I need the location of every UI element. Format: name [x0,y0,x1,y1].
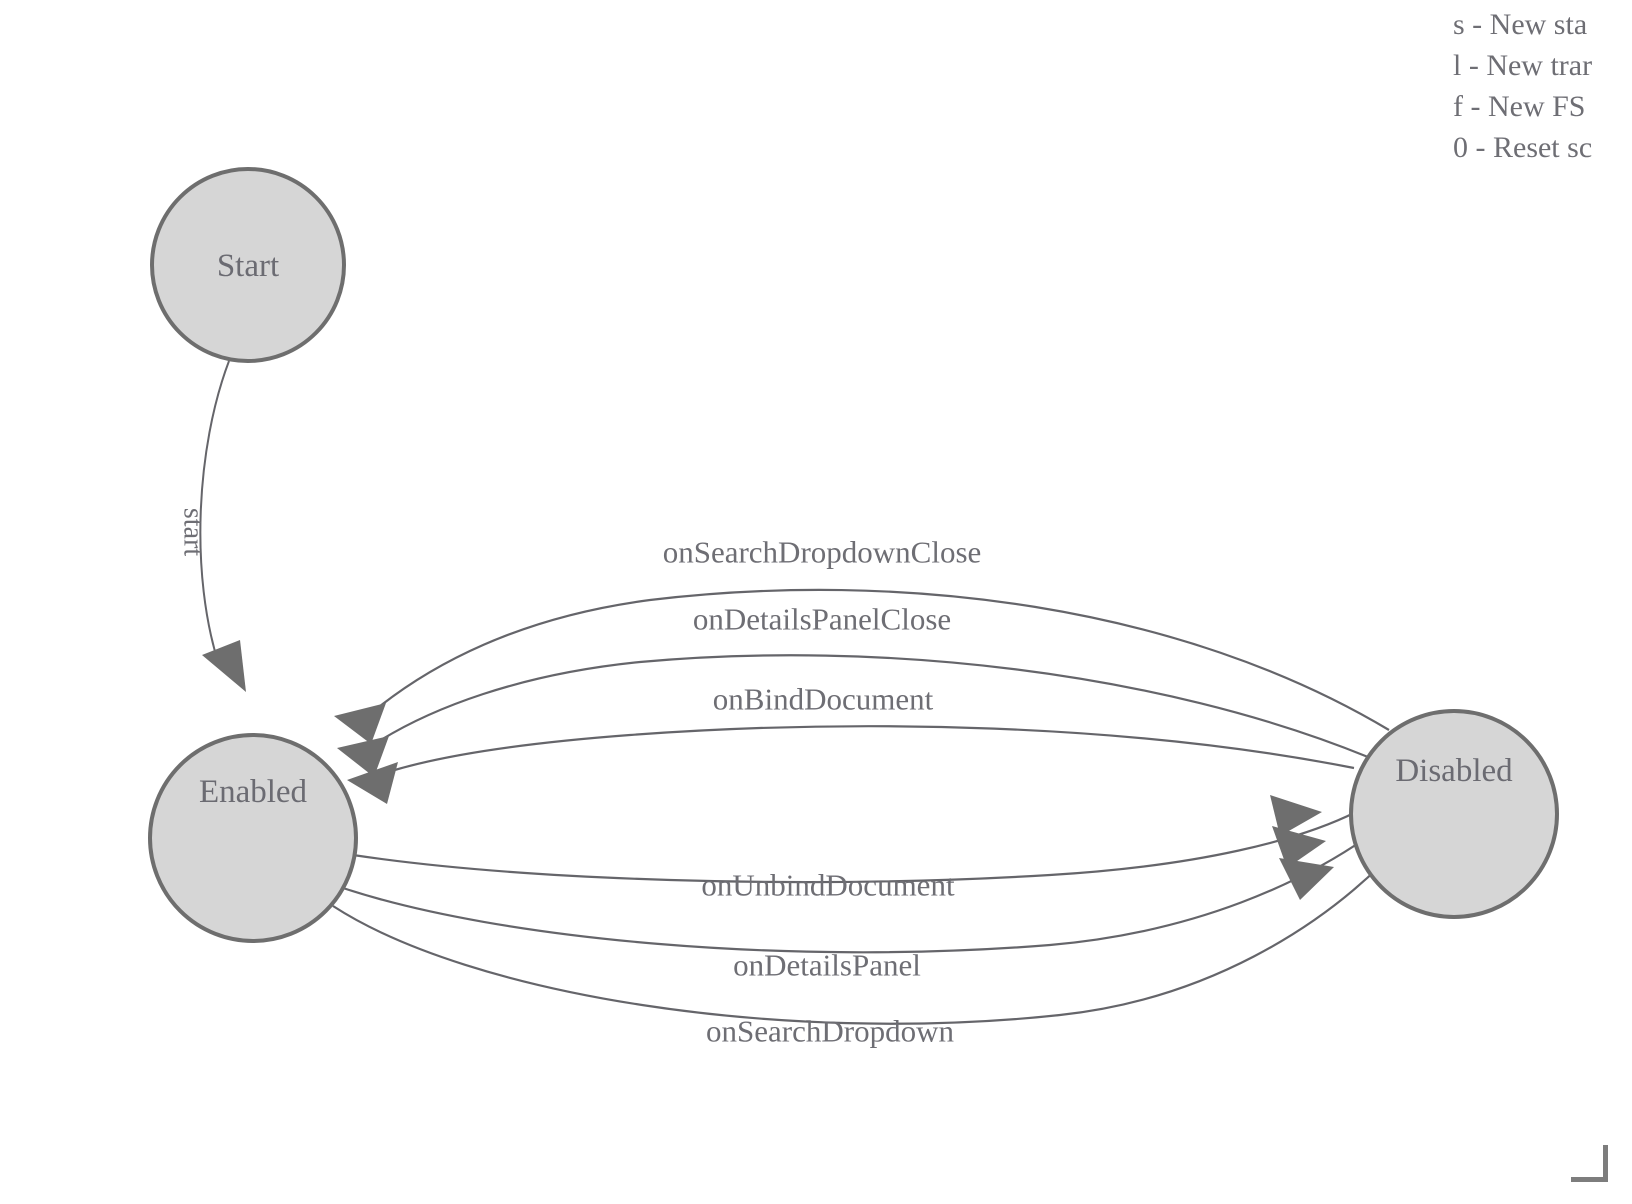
shortcut-new-state: s - New sta [1453,8,1588,41]
arrow-head-onsearchdropdown [1279,858,1334,900]
edge-line-ondetailspanelclose [372,654,1369,759]
arrow-head-onbinddocument [347,762,398,804]
arrow-head-onunbinddocument [1270,795,1322,836]
edge-line-onsearchdropdownclose [368,588,1390,731]
node-disabled[interactable]: Disabled [1349,709,1559,919]
node-enabled-label: Enabled [199,774,308,810]
transition-ondetailspanel[interactable] [342,826,1367,954]
edge-label-onunbinddocument: onUnbindDocument [701,868,955,903]
edge-line-onsearchdropdown [332,863,1383,1025]
transition-onbinddocument[interactable] [347,725,1355,804]
keyboard-shortcuts-overlay: s - New sta l - New trar f - New FS 0 - … [1427,0,1632,168]
transition-onunbinddocument[interactable] [352,795,1357,884]
edge-label-onsearchdropdownclose: onSearchDropdownClose [663,535,982,570]
arrow-head-ondetailspanelclose [337,736,389,777]
edge-line-onunbinddocument [352,811,1357,884]
node-start[interactable]: Start [150,167,346,363]
node-start-circle [150,167,346,363]
node-start-label: Start [217,248,279,284]
shortcut-reset-scale: 0 - Reset sc [1453,131,1593,164]
edge-label-onsearchdropdown: onSearchDropdown [706,1014,954,1049]
edge-line-onbinddocument [381,725,1355,776]
transition-ondetailspanelclose[interactable] [337,654,1369,777]
arrow-head-start-enabled [202,640,246,692]
edge-label-onbinddocument: onBindDocument [713,682,934,717]
transition-onsearchdropdownclose[interactable] [334,588,1390,744]
node-enabled[interactable]: Enabled [148,733,358,943]
shortcut-new-fsm: f - New FS [1453,90,1586,123]
node-disabled-label: Disabled [1395,753,1513,789]
node-disabled-circle [1349,709,1559,919]
arrow-head-ondetailspanel [1272,826,1326,868]
edge-label-start: start [178,508,209,556]
edge-label-ondetailspanelclose: onDetailsPanelClose [693,602,951,637]
node-enabled-circle [148,733,358,943]
edge-line-start-enabled [199,360,230,666]
transition-onsearchdropdown[interactable] [332,858,1383,1025]
edge-line-ondetailspanel [342,837,1367,954]
edge-label-ondetailspanel: onDetailsPanel [733,948,921,983]
shortcut-new-transition: l - New trar [1453,49,1593,82]
transition-start-to-enabled[interactable] [199,360,246,692]
arrow-head-onsearchdropdownclose [334,703,386,744]
resize-corner-handle[interactable] [1571,1145,1608,1182]
